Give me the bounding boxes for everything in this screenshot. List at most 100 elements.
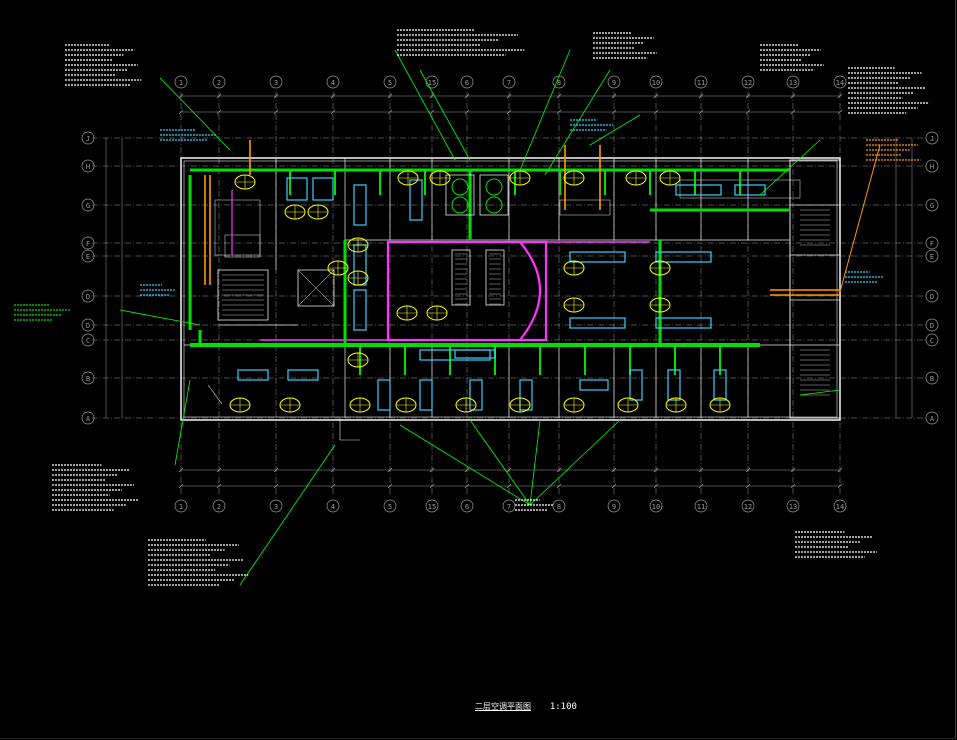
fan-icon xyxy=(451,178,469,196)
grid-bubble xyxy=(925,289,939,303)
dimension-tick xyxy=(464,109,470,115)
fan-coil-unit xyxy=(419,379,433,411)
grid-label: B xyxy=(930,375,934,383)
dimension-tick xyxy=(837,483,843,489)
dimension-tick xyxy=(506,109,512,115)
grid-bubble xyxy=(925,236,939,250)
grid-label: 10 xyxy=(652,503,660,511)
grid-label: 12 xyxy=(744,503,752,511)
dimension-tick xyxy=(330,467,336,473)
grid-label: D xyxy=(930,322,934,330)
annotation-leader xyxy=(159,77,231,151)
dimension-tick xyxy=(837,467,843,473)
grid-label: 14 xyxy=(836,79,844,87)
grid-label: 4 xyxy=(331,79,335,87)
dimension-tick xyxy=(506,93,512,99)
grid-bubble xyxy=(741,499,755,513)
dimension-tick xyxy=(273,109,279,115)
grid-bubble xyxy=(925,371,939,385)
west-stair xyxy=(217,269,269,321)
grid-label: 15 xyxy=(428,79,436,87)
dimension-tick xyxy=(387,93,393,99)
dimension-tick xyxy=(178,93,184,99)
grid-label: 5 xyxy=(388,79,392,87)
grid-bubble xyxy=(925,249,939,263)
grid-bubble xyxy=(81,371,95,385)
grid-bubble xyxy=(81,289,95,303)
dimension-tick xyxy=(330,483,336,489)
grid-bubble xyxy=(460,499,474,513)
annotation-notes xyxy=(14,29,930,586)
dimension-tick xyxy=(273,93,279,99)
dimension-tick xyxy=(698,109,704,115)
grid-bubble xyxy=(81,131,95,145)
grid-label: 11 xyxy=(697,503,705,511)
grid-label: 4 xyxy=(331,503,335,511)
grid-label: 10 xyxy=(652,79,660,87)
fan-coil-unit xyxy=(469,379,483,411)
annotation-leader xyxy=(469,419,531,506)
room-fixture xyxy=(559,199,611,216)
grid-label: 12 xyxy=(744,79,752,87)
dimension-tick xyxy=(429,483,435,489)
fan-coil-unit xyxy=(312,177,334,201)
grid-bubble xyxy=(174,499,188,513)
hvac-equipment xyxy=(229,170,766,413)
annotation-leader xyxy=(519,49,571,171)
grid-label: C xyxy=(86,337,90,345)
dimension-tick xyxy=(698,93,704,99)
dimension-tick xyxy=(556,109,562,115)
fan-coil-unit xyxy=(667,369,681,401)
fan-coil-unit xyxy=(377,379,391,411)
dimension-tick xyxy=(790,467,796,473)
dimension-tick xyxy=(387,483,393,489)
annotation-leader xyxy=(419,69,471,161)
grid-bubble xyxy=(425,499,439,513)
grid-bubble xyxy=(786,499,800,513)
grid-label: 9 xyxy=(612,79,616,87)
grid-bubble xyxy=(269,75,283,89)
dimension-tick xyxy=(837,109,843,115)
grid-bubble xyxy=(649,75,663,89)
air-handling-unit xyxy=(479,174,509,216)
grid-label: D xyxy=(930,293,934,301)
grid-bubble xyxy=(925,318,939,332)
fan-coil-unit xyxy=(286,177,308,201)
grid-bubble xyxy=(833,499,847,513)
dimension-tick xyxy=(790,483,796,489)
grid-label: H xyxy=(86,163,90,171)
grid-label: D xyxy=(86,293,90,301)
grid-label: 15 xyxy=(428,503,436,511)
pipe-leader xyxy=(839,144,881,293)
elevator-shaft xyxy=(297,269,335,307)
filter-bank xyxy=(485,249,505,306)
grid-bubble xyxy=(925,411,939,425)
fan-coil-unit xyxy=(655,251,712,263)
annotation-leader xyxy=(589,114,641,146)
grid-bubble xyxy=(925,159,939,173)
grid-label: 11 xyxy=(697,79,705,87)
dimension-tick xyxy=(556,467,562,473)
grid-label: E xyxy=(86,253,90,261)
annotation-leader xyxy=(544,69,611,176)
fan-coil-unit xyxy=(569,251,626,263)
dimension-tick xyxy=(387,109,393,115)
dimension-tick xyxy=(330,93,336,99)
grid-label: 13 xyxy=(789,503,797,511)
fan-icon xyxy=(485,196,503,214)
grid-bubble xyxy=(460,75,474,89)
annotation-leader xyxy=(239,444,336,586)
fan-icon xyxy=(485,178,503,196)
grid-label: G xyxy=(86,202,90,210)
grid-label: 8 xyxy=(557,503,561,511)
grid-label: 7 xyxy=(507,503,511,511)
dimension-tick xyxy=(464,93,470,99)
dimension-tick xyxy=(611,467,617,473)
grid-label: C xyxy=(930,337,934,345)
grid-label: 14 xyxy=(836,503,844,511)
grid-label: J xyxy=(86,135,90,143)
dimension-tick xyxy=(429,109,435,115)
refrigerant-pipe xyxy=(204,140,840,296)
dimension-tick xyxy=(330,109,336,115)
